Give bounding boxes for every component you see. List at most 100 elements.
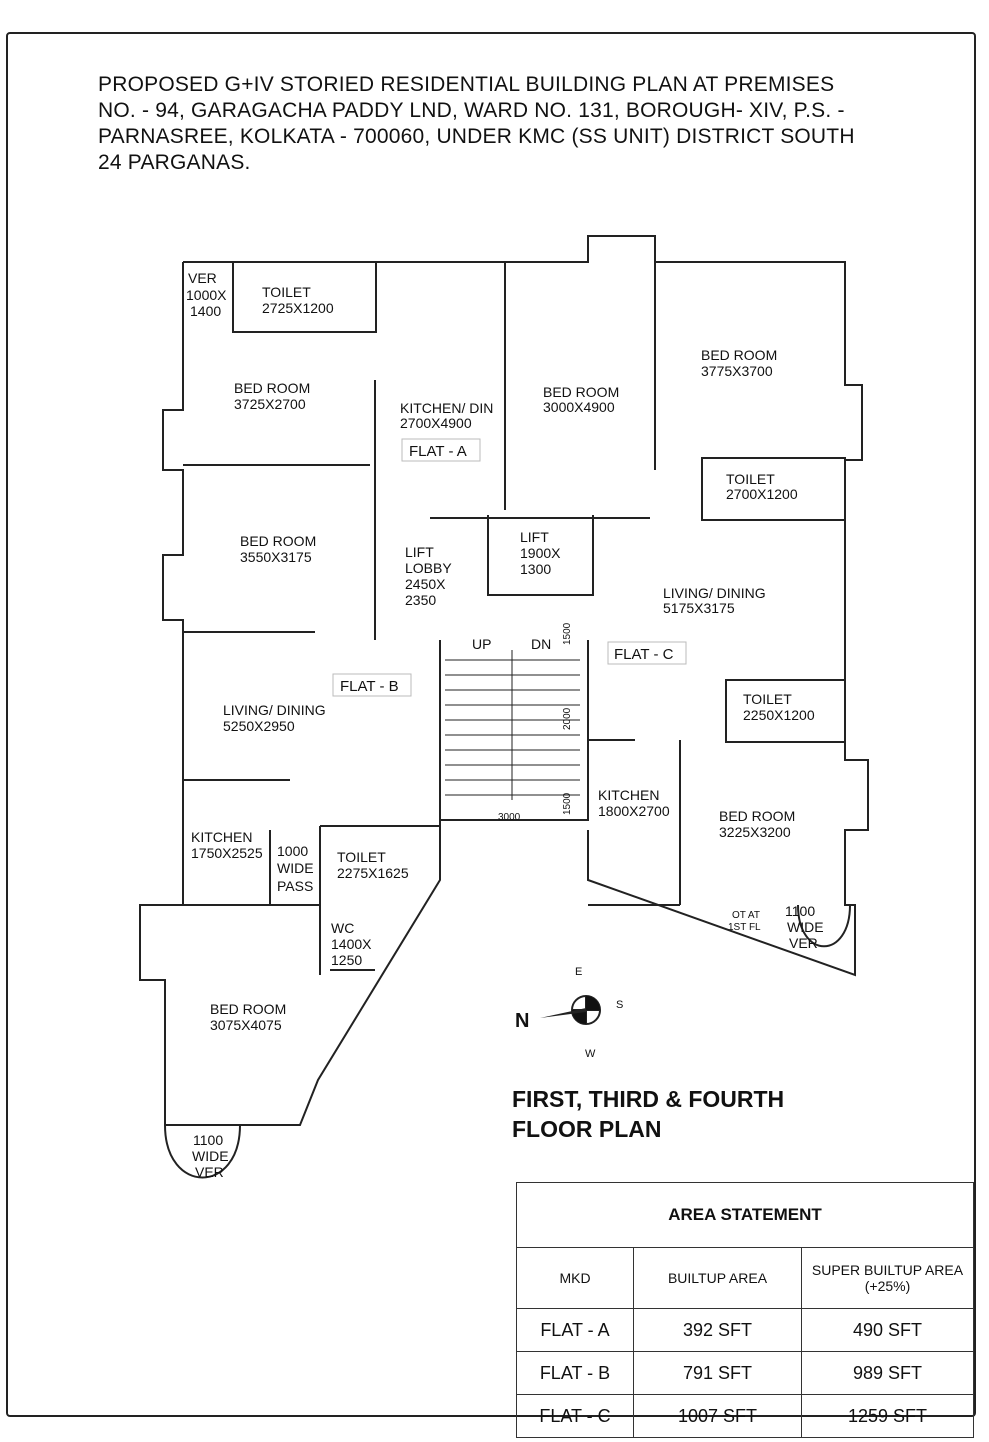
- kitchen-din-size: 2700X4900: [400, 415, 472, 431]
- row-c-builtup: 1007 SFT: [633, 1394, 802, 1438]
- bed-b1-name: BED ROOM: [240, 533, 316, 549]
- toilet-c1-name: TOILET: [726, 471, 775, 487]
- bed-c1-name: BED ROOM: [701, 347, 777, 363]
- ver-right-l1: 1100: [785, 903, 815, 919]
- col-header-super-builtup: SUPER BUILTUP AREA (+25%): [801, 1247, 974, 1309]
- flat-tags: FLAT - A FLAT - B FLAT - C: [332, 438, 687, 697]
- toilet-c2-size: 2250X1200: [743, 707, 815, 723]
- ot-l2: 1ST FL: [728, 922, 761, 933]
- table-row: FLAT - C 1007 SFT 1259 SFT: [516, 1394, 974, 1438]
- wc-l3: 1250: [331, 952, 362, 968]
- compass-w: W: [585, 1048, 596, 1060]
- kitchen-c-name: KITCHEN: [598, 787, 659, 803]
- toilet-b-size: 2275X1625: [337, 865, 409, 881]
- plan-title-line-2: FLOOR PLAN: [512, 1116, 662, 1142]
- lift-l2: 1900X: [520, 545, 561, 561]
- heading-line-3: PARNASREE, KOLKATA - 700060, UNDER KMC (…: [98, 125, 855, 148]
- stair-width-dim: 3000: [498, 812, 521, 823]
- compass-s: S: [616, 999, 623, 1011]
- bed-c1-size: 3775X3700: [701, 363, 773, 379]
- heading-line-1: PROPOSED G+IV STORIED RESIDENTIAL BUILDI…: [98, 73, 835, 96]
- ver-top-l3: 1400: [190, 303, 221, 319]
- lift-lobby-l3: 2450X: [405, 576, 446, 592]
- stair-up-label: UP: [472, 636, 491, 652]
- compass-n: N: [515, 1010, 529, 1032]
- ver-bottom-l1: 1100: [193, 1132, 223, 1148]
- stair-dim-top: 1500: [562, 622, 573, 645]
- row-c-super: 1259 SFT: [801, 1394, 974, 1438]
- row-a-builtup: 392 SFT: [633, 1308, 802, 1352]
- flat-a-tag: FLAT - A: [409, 443, 467, 460]
- living-b-name: LIVING/ DINING: [223, 702, 326, 718]
- lift-l1: LIFT: [520, 529, 549, 545]
- flat-b-tag: FLAT - B: [340, 678, 399, 695]
- lift-lobby-l1: LIFT: [405, 544, 434, 560]
- wc-l1: WC: [331, 920, 354, 936]
- ver-right-l2: WIDE: [787, 919, 824, 935]
- bed-b2-size: 3075X4075: [210, 1017, 282, 1033]
- pass-l1: 1000: [277, 843, 308, 859]
- compass-e: E: [575, 966, 582, 978]
- row-a-mkd: FLAT - A: [516, 1308, 634, 1352]
- lift-lobby-l2: LOBBY: [405, 560, 452, 576]
- plan-walls: [139, 235, 869, 1179]
- flat-a-tag-box: [401, 438, 481, 462]
- table-row: FLAT - B 791 SFT 989 SFT: [516, 1351, 974, 1395]
- living-b-size: 5250X2950: [223, 718, 295, 734]
- ver-top-l1: VER: [188, 270, 217, 286]
- bed-b1-size: 3550X3175: [240, 549, 312, 565]
- kitchen-din-name: KITCHEN/ DIN: [400, 400, 493, 416]
- pass-l2: WIDE: [277, 860, 314, 876]
- col-header-mkd: MKD: [516, 1247, 634, 1309]
- plan-title: FIRST, THIRD & FOURTH FLOOR PLAN: [512, 1084, 784, 1144]
- pass-l3: PASS: [277, 878, 313, 894]
- toilet-a-name: TOILET: [262, 284, 311, 300]
- ver-bottom-l3: VER: [195, 1164, 224, 1180]
- bed-b2-name: BED ROOM: [210, 1001, 286, 1017]
- row-b-mkd: FLAT - B: [516, 1351, 634, 1395]
- flat-b-tag-box: [332, 673, 412, 697]
- row-c-mkd: FLAT - C: [516, 1394, 634, 1438]
- plan-title-line-1: FIRST, THIRD & FOURTH: [512, 1086, 785, 1112]
- col-header-builtup: BUILTUP AREA: [633, 1247, 802, 1309]
- toilet-c2-name: TOILET: [743, 691, 792, 707]
- heading-line-2: NO. - 94, GARAGACHA PADDY LND, WARD NO. …: [98, 99, 845, 122]
- flat-c-tag-box: [607, 641, 687, 665]
- project-heading: PROPOSED G+IV STORIED RESIDENTIAL BUILDI…: [98, 72, 918, 176]
- lift-l3: 1300: [520, 561, 551, 577]
- table-row: FLAT - A 392 SFT 490 SFT: [516, 1308, 974, 1352]
- room-labels: VER 1000X 1400 TOILET 2725X1200 BED ROOM…: [186, 270, 824, 1180]
- ot-l1: OT AT: [732, 910, 760, 921]
- lift-lobby-l4: 2350: [405, 592, 436, 608]
- ver-right-l3: VER: [789, 935, 818, 951]
- kitchen-b-size: 1750X2525: [191, 845, 263, 861]
- bed-a-size: 3725X2700: [234, 396, 306, 412]
- toilet-b-name: TOILET: [337, 849, 386, 865]
- ver-bottom-l2: WIDE: [192, 1148, 229, 1164]
- kitchen-b-name: KITCHEN: [191, 829, 252, 845]
- stair-dim-bottom: 1500: [562, 792, 573, 815]
- bed-c2-size: 3225X3200: [719, 824, 791, 840]
- living-c-size: 5175X3175: [663, 600, 735, 616]
- compass-icon: N E S W: [515, 966, 623, 1060]
- stair-annotations: UP DN 3000 1500 2000 1500: [472, 622, 573, 823]
- toilet-c1-size: 2700X1200: [726, 486, 798, 502]
- ver-top-l2: 1000X: [186, 287, 227, 303]
- bed-center-size: 3000X4900: [543, 399, 615, 415]
- wc-l2: 1400X: [331, 936, 372, 952]
- bed-c2-name: BED ROOM: [719, 808, 795, 824]
- row-a-super: 490 SFT: [801, 1308, 974, 1352]
- bed-center-name: BED ROOM: [543, 384, 619, 400]
- living-c-name: LIVING/ DINING: [663, 585, 766, 601]
- bed-a-name: BED ROOM: [234, 380, 310, 396]
- stair-dim-mid: 2000: [562, 707, 573, 730]
- area-statement-caption: AREA STATEMENT: [516, 1182, 974, 1248]
- row-b-super: 989 SFT: [801, 1351, 974, 1395]
- heading-line-4: 24 PARGANAS.: [98, 151, 251, 174]
- row-b-builtup: 791 SFT: [633, 1351, 802, 1395]
- stair-dn-label: DN: [531, 636, 551, 652]
- area-statement-table: AREA STATEMENT MKD BUILTUP AREA SUPER BU…: [516, 1182, 974, 1438]
- kitchen-c-size: 1800X2700: [598, 803, 670, 819]
- sheet-border: [6, 32, 976, 1417]
